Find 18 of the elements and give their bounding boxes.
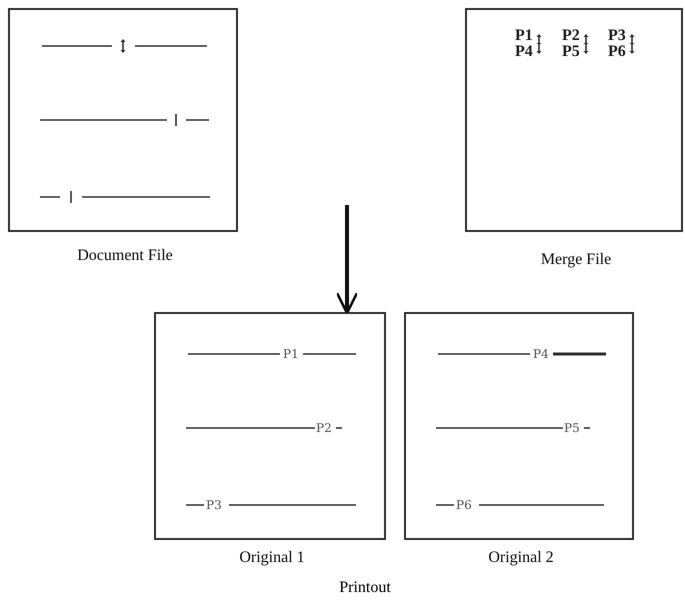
page-caption: Original 1 <box>239 550 305 566</box>
group-caption: Printout <box>339 579 391 597</box>
merge-field-text: P4 <box>515 44 533 60</box>
merge-field-text: P2 <box>316 422 332 434</box>
merge-field-text: P1 <box>515 28 533 44</box>
merge-field-text: P5 <box>564 422 580 434</box>
arrow <box>336 205 358 314</box>
merge-field-text: P3 <box>608 28 626 44</box>
page-caption: Merge File <box>540 252 612 268</box>
merge-field-text: P3 <box>206 499 222 511</box>
page-caption: Original 2 <box>488 550 554 566</box>
merge-field-text: P5 <box>562 44 580 60</box>
merge-field-text: P6 <box>456 499 472 511</box>
merge-field-text: P6 <box>608 44 626 60</box>
merge-field-text: P4 <box>533 348 549 360</box>
merge-field-text: P2 <box>562 28 580 44</box>
page-caption: Document File <box>77 248 173 264</box>
merge-field-text: P1 <box>283 348 299 360</box>
